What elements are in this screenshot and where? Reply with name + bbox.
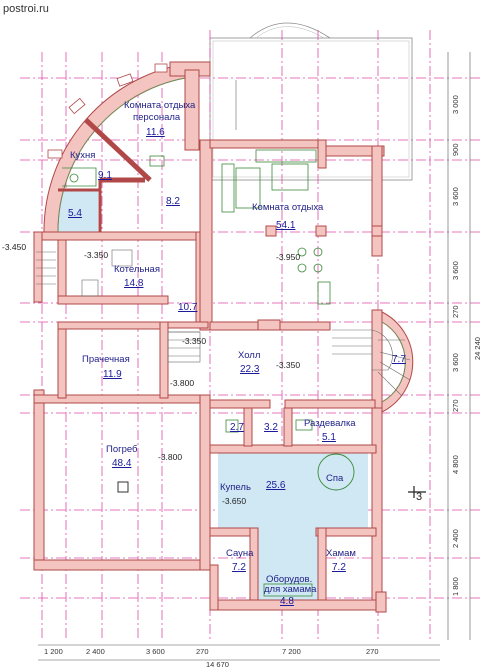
room-bath-small-area: 5.4 bbox=[68, 208, 82, 219]
dim-right-2: 900 bbox=[451, 143, 460, 156]
room-passage-area: 10.7 bbox=[178, 302, 198, 313]
watermark: postroi.ru bbox=[3, 3, 49, 15]
tiled-areas bbox=[58, 190, 368, 602]
level-cellar: -3.800 bbox=[158, 452, 182, 462]
room-boiler-name: Котельная bbox=[114, 264, 160, 275]
dim-right-total: 24 240 bbox=[473, 337, 482, 360]
room-boiler-area: 14.8 bbox=[124, 278, 144, 289]
stairs bbox=[36, 251, 201, 363]
room-pool-name: Купель bbox=[220, 482, 251, 493]
walls bbox=[33, 139, 387, 613]
room-hamam-area: 7.2 bbox=[332, 562, 346, 573]
dim-right-3: 3 600 bbox=[451, 187, 460, 206]
dim-bottom-2: 2 400 bbox=[86, 647, 105, 656]
dim-right-8: 4 800 bbox=[451, 455, 460, 474]
room-cellar-area: 48.4 bbox=[112, 458, 132, 469]
section-mark: 3 bbox=[408, 486, 426, 503]
furniture bbox=[81, 149, 355, 597]
dim-right-9: 2 400 bbox=[451, 529, 460, 548]
room-sauna-name: Сауна bbox=[226, 548, 254, 559]
room-equipment-area: 4.8 bbox=[280, 596, 294, 607]
terrace bbox=[209, 22, 413, 181]
level-boiler: -3.350 bbox=[84, 250, 108, 260]
round-tower bbox=[43, 61, 211, 233]
dim-right-5: 270 bbox=[451, 305, 460, 318]
room-rest-area: 54.1 bbox=[276, 220, 296, 231]
dimension-bottom: 1 200 2 400 3 600 270 7 200 270 14 670 bbox=[38, 644, 440, 669]
section-mark-label: 3 bbox=[416, 491, 422, 503]
room-hamam-name: Хамам bbox=[326, 548, 356, 559]
room-hall-name: Холл bbox=[238, 350, 260, 361]
dim-bottom-total: 14 670 bbox=[206, 660, 229, 669]
dim-bottom-4: 270 bbox=[196, 647, 209, 656]
room-rest-name: Комната отдыха bbox=[252, 202, 324, 213]
dim-bottom-5: 7 200 bbox=[282, 647, 301, 656]
level-rest: -3.950 bbox=[276, 252, 300, 262]
dim-right-1: 3 000 bbox=[451, 95, 460, 114]
room-kitchen-area: 9.1 bbox=[98, 170, 112, 181]
room-staff-rest-area: 11.6 bbox=[146, 127, 165, 138]
room-lobby-area: 3.2 bbox=[264, 422, 278, 433]
room-staff-rest-name2: персонала bbox=[133, 112, 181, 123]
room-dressing-name: Раздевалка bbox=[304, 418, 356, 429]
room-labels: Комната отдыха персонала 11.6 Кухня 9.1 … bbox=[2, 100, 406, 607]
level-pool: -3.650 bbox=[222, 496, 246, 506]
room-laundry-area: 11.9 bbox=[103, 369, 122, 380]
room-staff-rest-name1: Комната отдыха bbox=[124, 100, 196, 111]
dim-right-6: 3 600 bbox=[451, 353, 460, 372]
dim-right-7: 270 bbox=[451, 399, 460, 412]
room-hall-area: 22.3 bbox=[240, 364, 260, 375]
room-kitchen-name: Кухня bbox=[70, 150, 95, 161]
room-spa-name: Спа bbox=[326, 473, 344, 484]
dim-bottom-3: 3 600 bbox=[146, 647, 165, 656]
room-stair-area: 7.7 bbox=[392, 354, 406, 365]
dim-bottom-1: 1 200 bbox=[44, 647, 63, 656]
room-pool-area: 25.6 bbox=[266, 480, 286, 491]
room-laundry-name: Прачечная bbox=[82, 354, 130, 365]
level-laundry: -3.800 bbox=[170, 378, 194, 388]
room-equipment-name2: для хамама bbox=[264, 584, 317, 595]
dim-bottom-6: 270 bbox=[366, 647, 379, 656]
room-cellar-name: Погреб bbox=[106, 444, 138, 455]
room-wc-area: 2.7 bbox=[230, 422, 244, 433]
dim-right-10: 1 800 bbox=[451, 577, 460, 596]
room-sauna-area: 7.2 bbox=[232, 562, 246, 573]
room-dressing-area: 5.1 bbox=[322, 432, 336, 443]
dim-right-4: 3 600 bbox=[451, 261, 460, 280]
stair-tower bbox=[332, 311, 414, 413]
dimension-right: 3 000 900 3 600 3 600 270 3 600 270 4 80… bbox=[447, 52, 482, 640]
room-equipment-name1: Оборудов. bbox=[266, 574, 312, 585]
level-outside: -3.450 bbox=[2, 242, 26, 252]
room-corridor-area: 8.2 bbox=[166, 196, 180, 207]
level-hall: -3.350 bbox=[276, 360, 300, 370]
level-stair-landing: -3.350 bbox=[182, 336, 206, 346]
